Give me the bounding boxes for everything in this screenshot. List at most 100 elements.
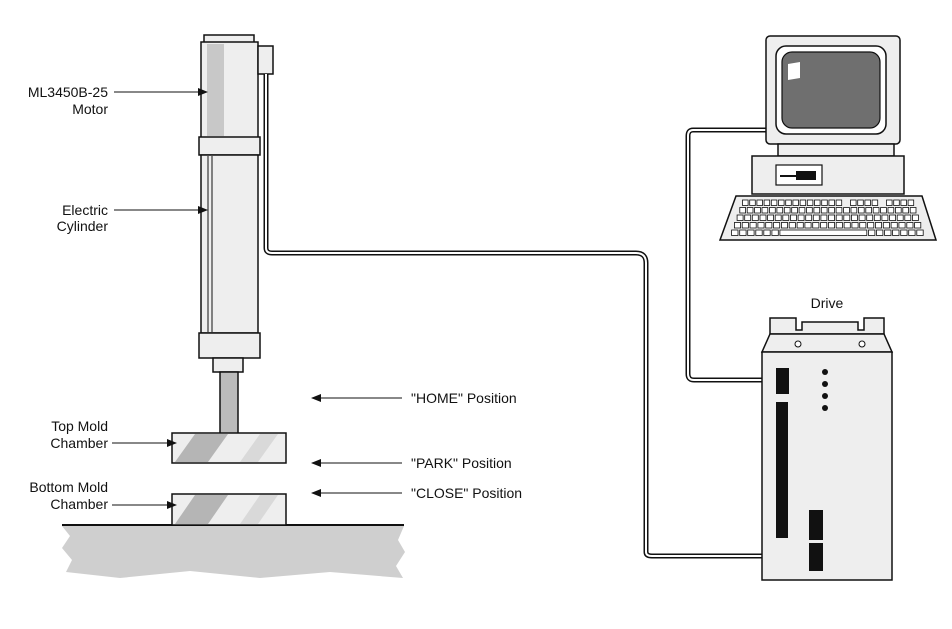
keyboard-key [806, 207, 813, 214]
keyboard-key [900, 229, 908, 236]
keyboard-key [812, 214, 820, 221]
keyboard-key [873, 214, 881, 221]
drive-port-motor [809, 543, 823, 571]
drive-led [822, 369, 828, 375]
keyboard-key [796, 222, 804, 229]
leader-arrows [112, 88, 402, 509]
keyboard-key [871, 199, 879, 206]
keyboard-key [770, 199, 778, 206]
keyboard-key [890, 222, 898, 229]
keyboard-key [747, 229, 755, 236]
cylinder-label: Electric [62, 202, 108, 218]
keyboard-key [736, 214, 744, 221]
bottom-mold-label: Bottom Mold [29, 479, 108, 495]
keyboard-key [864, 199, 871, 206]
keyboard-key [778, 199, 785, 206]
bottom-mold-chamber [171, 493, 287, 526]
keyboard-key [880, 207, 887, 214]
keyboard-key [908, 229, 916, 236]
keyboard-key [898, 222, 906, 229]
keyboard-key [859, 222, 867, 229]
keyboard-key [757, 222, 765, 229]
keyboard-key [835, 214, 843, 221]
keyboard-key [744, 214, 752, 221]
keyboard-key [882, 222, 890, 229]
keyboard-key [820, 214, 828, 221]
keyboard-key [812, 222, 820, 229]
park-position-label: "PARK" Position [411, 455, 512, 471]
motor-label: ML3450B-25 [28, 84, 108, 100]
keyboard-key [771, 229, 779, 236]
keyboard-key [773, 222, 781, 229]
keyboard-key [884, 229, 892, 236]
keyboard-key [754, 207, 761, 214]
keyboard-key [843, 214, 851, 221]
keyboard-key [781, 222, 789, 229]
keyboard-key [776, 207, 784, 214]
top-mold-chamber [171, 432, 287, 464]
keyboard-key [881, 214, 889, 221]
keyboard-key [858, 214, 866, 221]
keyboard-key [739, 207, 746, 214]
keyboard-key [806, 199, 814, 206]
keyboard-key [799, 199, 807, 206]
keyboard-keys [731, 199, 924, 236]
keyboard-key [892, 229, 900, 236]
keyboard-key [835, 199, 843, 206]
top-mold-label: Chamber [50, 435, 108, 451]
keyboard-key [805, 214, 813, 221]
bottom-mold-label: Chamber [50, 496, 108, 512]
keyboard-key [828, 207, 835, 214]
keyboard-key [886, 199, 893, 206]
keyboard-key [751, 214, 759, 221]
keyboard-key [820, 207, 828, 214]
keyboard-key [814, 199, 821, 206]
keyboard-key [828, 199, 835, 206]
drive-port-computer [776, 368, 789, 394]
keyboard-key [835, 207, 843, 214]
home-position-label: "HOME" Position [411, 390, 517, 406]
motor [200, 34, 274, 139]
keyboard-key [916, 229, 924, 236]
drive-led [822, 381, 828, 387]
cylinder-label: Cylinder [57, 218, 109, 234]
keyboard-key [820, 222, 828, 229]
keyboard-key [850, 207, 858, 214]
keyboard-key [746, 207, 754, 214]
keyboard-key [741, 222, 749, 229]
keyboard-key [851, 214, 858, 221]
keyboard-key [876, 229, 884, 236]
keyboard-key [788, 222, 796, 229]
keyboard-key [774, 214, 782, 221]
keyboard-key [739, 229, 747, 236]
keyboard-key [798, 207, 806, 214]
keyboard-key [742, 199, 749, 206]
keyboard-key [734, 222, 742, 229]
keyboard-key [756, 199, 763, 206]
keyboard-key [858, 207, 865, 214]
keyboard-key [914, 222, 922, 229]
keyboard-key [828, 214, 835, 221]
keyboard-key [889, 214, 896, 221]
keyboard-key [813, 207, 821, 214]
drive-terminal-strip [776, 402, 788, 538]
keyboard-key [761, 207, 769, 214]
keyboard-key [797, 214, 805, 221]
keyboard-key [749, 199, 756, 206]
keyboard-key [767, 214, 774, 221]
keyboard-key [765, 222, 773, 229]
drive-led [822, 405, 828, 411]
keyboard-key [912, 214, 919, 221]
keyboard-key [755, 229, 763, 236]
keyboard-key [865, 207, 872, 214]
keyboard-key [843, 222, 851, 229]
keyboard-key [893, 199, 900, 206]
drive-label: Drive [811, 295, 844, 311]
close-position-label: "CLOSE" Position [411, 485, 522, 501]
ground-base [62, 524, 405, 578]
keyboard-key [785, 199, 792, 206]
keyboard-key [900, 199, 907, 206]
motor-label: Motor [72, 101, 108, 117]
